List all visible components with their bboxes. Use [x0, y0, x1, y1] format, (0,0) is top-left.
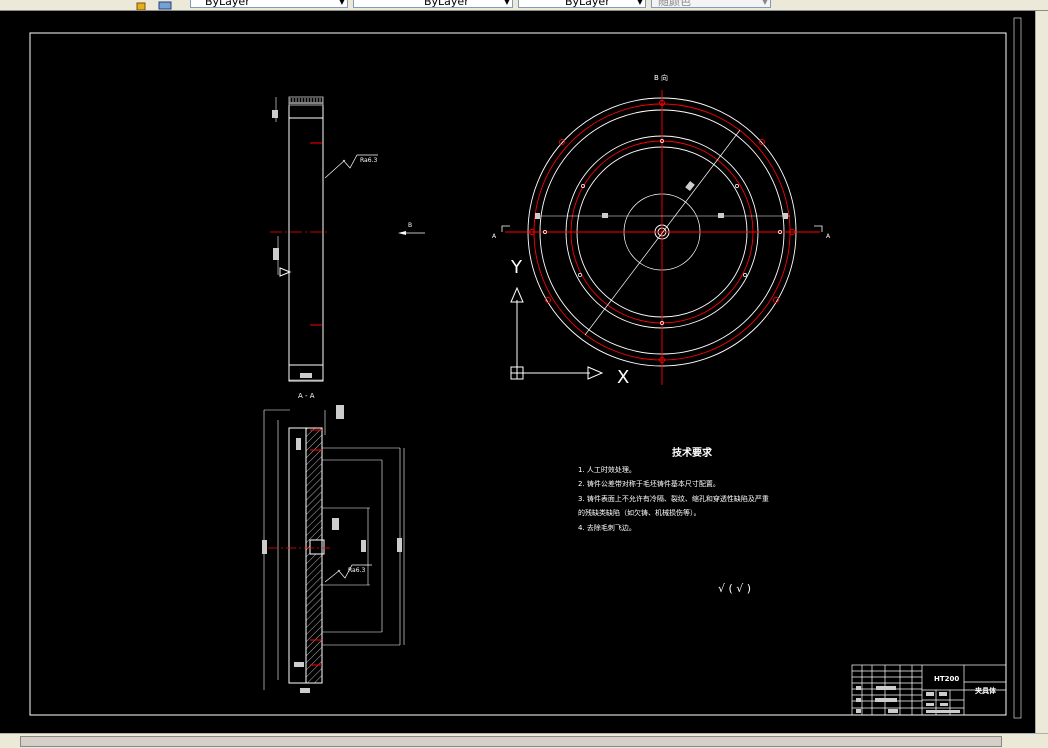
tech-line-1: 1. 人工时效处理。 — [578, 465, 636, 474]
bolt-holes-outer — [529, 100, 795, 363]
tech-title: 技术要求 — [672, 446, 713, 459]
roughness-section-label: Ra6.3 — [348, 567, 365, 574]
view-b-circular: B 向 A A — [492, 73, 831, 385]
horizontal-scrollbar[interactable] — [0, 733, 1048, 748]
model-space-canvas[interactable]: Ra6.3 B — [0, 11, 1048, 733]
color-combo[interactable]: ByLayer ▼ — [190, 0, 348, 8]
section-a-a-view: Ra6.3 A - A — [262, 392, 405, 693]
roughness-note: √ ( √ ) — [718, 582, 751, 595]
tech-line-5: 4. 去除毛刺飞边。 — [578, 523, 636, 532]
layer-stack-icon[interactable] — [158, 0, 172, 10]
vertical-scrollbar[interactable] — [1035, 11, 1048, 733]
chevron-down-icon[interactable]: ▼ — [503, 0, 510, 6]
horizontal-scroll-thumb[interactable] — [20, 736, 1002, 747]
layer-lock-icon[interactable] — [135, 0, 147, 10]
chevron-down-icon[interactable]: ▼ — [636, 0, 643, 6]
linetype-combo[interactable]: ByLayer ▼ — [353, 0, 513, 8]
drawing-svg: Ra6.3 B — [29, 17, 1022, 719]
title-part-name: 夹具体 — [975, 686, 997, 695]
section-mark-left: A — [492, 233, 497, 240]
tech-line-3: 3. 铸件表面上不允许有冷隔、裂纹、缩孔和穿透性缺陷及严重 — [578, 494, 769, 503]
title-block-fill-text — [856, 686, 960, 713]
tech-line-4: 的残缺类缺陷（如欠铸、机械损伤等）。 — [578, 508, 701, 517]
roughness-top-label: Ra6.3 — [360, 157, 377, 164]
viewport-edge — [1013, 17, 1022, 719]
linetype-combo-value: ByLayer — [424, 0, 469, 8]
plotstyle-combo[interactable]: 随颜色 ▼ — [651, 0, 771, 8]
ucs-y-label: Y — [510, 257, 523, 278]
ucs-icon: Y X — [510, 257, 629, 388]
lineweight-combo[interactable]: ByLayer ▼ — [518, 0, 646, 8]
view-b-label: B 向 — [654, 73, 668, 82]
chevron-down-icon[interactable]: ▼ — [761, 0, 768, 6]
section-label: A - A — [298, 392, 315, 400]
properties-toolbar: ByLayer ▼ ByLayer ▼ ByLayer ▼ 随颜色 ▼ — [0, 0, 1048, 11]
ucs-x-label: X — [617, 367, 629, 388]
side-view: Ra6.3 — [270, 96, 378, 382]
tech-line-2: 2. 铸件公差带对称于毛坯铸件基本尺寸配置。 — [578, 479, 720, 488]
title-block — [851, 664, 1007, 716]
arrow-b-label: B — [408, 222, 412, 229]
section-mark-right: A — [826, 233, 831, 240]
tech-requirements: 技术要求 1. 人工时效处理。 2. 铸件公差带对称于毛坯铸件基本尺寸配置。 3… — [578, 446, 769, 595]
sheet-border — [29, 32, 1007, 716]
title-material: HT200 — [934, 675, 959, 683]
plotstyle-combo-value: 随颜色 — [658, 0, 691, 8]
pin-holes-inner — [543, 139, 782, 325]
chevron-down-icon[interactable]: ▼ — [338, 0, 345, 6]
color-combo-value: ByLayer — [205, 0, 250, 8]
view-arrow-b: B — [398, 222, 425, 235]
lineweight-combo-value: ByLayer — [565, 0, 610, 8]
